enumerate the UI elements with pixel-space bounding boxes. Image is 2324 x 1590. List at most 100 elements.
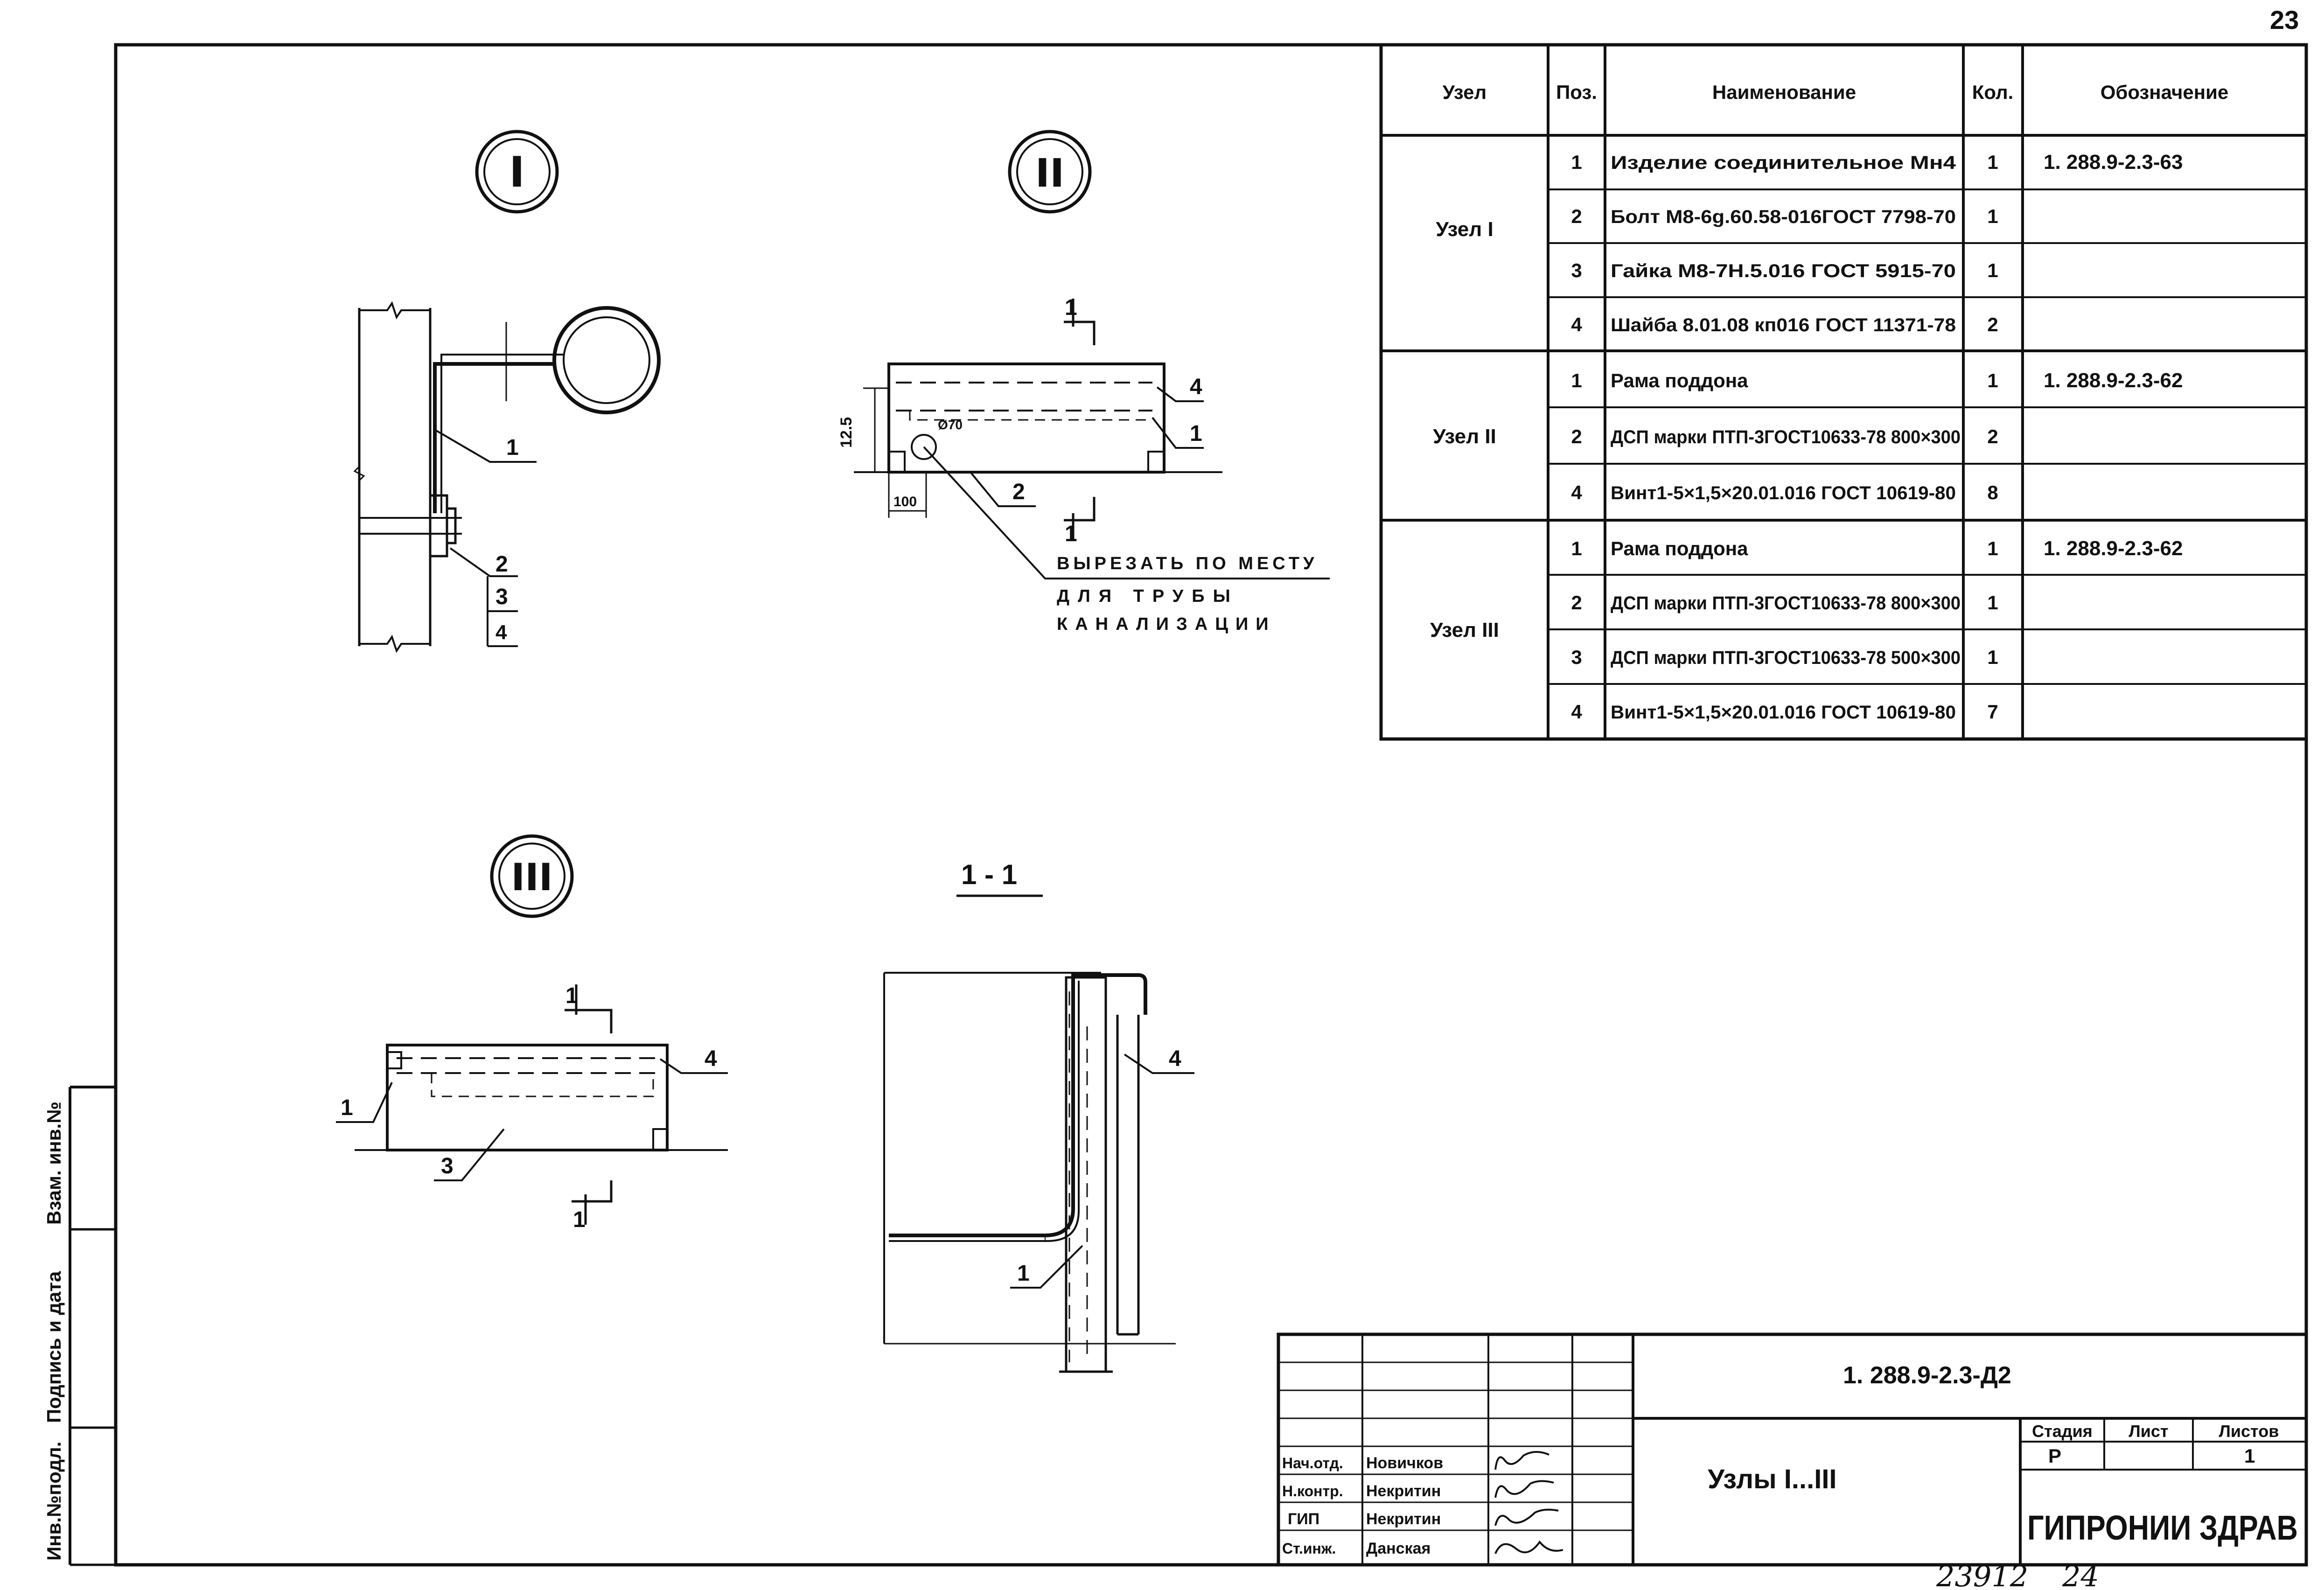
svg-text:4: 4 bbox=[1571, 481, 1582, 503]
sheets-value: 1 bbox=[2244, 1445, 2255, 1467]
cut-note-line-2: ДЛЯ ТРУБЫ bbox=[1057, 586, 1239, 606]
side-stamp: Инв.№подл. Подпись и дата Взам. инв.№ bbox=[43, 1086, 116, 1566]
node-2-label: II bbox=[1035, 150, 1065, 196]
spec-header-designation: Обозначение bbox=[2101, 81, 2229, 103]
svg-text:7: 7 bbox=[1987, 701, 1998, 723]
table-row: 2 ДСП марки ПТП-3ГОСТ10633-78 800×300 2 bbox=[1571, 425, 1998, 447]
svg-text:ГИП: ГИП bbox=[1288, 1510, 1319, 1528]
table-row: 1 Рама поддона 1 1. 288.9-2.3-62 bbox=[1571, 537, 2183, 560]
svg-text:4: 4 bbox=[1571, 701, 1582, 723]
svg-text:ДСП марки ПТП-3ГОСТ10633-78 80: ДСП марки ПТП-3ГОСТ10633-78 800×300 bbox=[1611, 427, 1961, 447]
callout-4: 4 bbox=[1190, 375, 1202, 399]
svg-text:4: 4 bbox=[1571, 314, 1582, 335]
sheet-title: Узлы I...III bbox=[1708, 1464, 1837, 1494]
signature-scribble bbox=[1494, 1508, 1559, 1526]
svg-text:ДСП марки ПТП-3ГОСТ10633-78 80: ДСП марки ПТП-3ГОСТ10633-78 800×300 bbox=[1611, 593, 1961, 614]
svg-text:Гайка М8-7Н.5.016 ГОСТ 5915-70: Гайка М8-7Н.5.016 ГОСТ 5915-70 bbox=[1611, 261, 1956, 281]
sheets-header: Листов bbox=[2219, 1422, 2279, 1441]
svg-text:Болт М8-6g.60.58-016ГОСТ 7798-: Болт М8-6g.60.58-016ГОСТ 7798-70 bbox=[1611, 207, 1956, 227]
spec-node-label: Узел I bbox=[1436, 218, 1493, 241]
cut-note-line-3: КАНАЛИЗАЦИИ bbox=[1057, 614, 1276, 634]
corner-page-number: 23 bbox=[2270, 5, 2299, 35]
callout-2: 2 bbox=[496, 552, 508, 577]
svg-text:2: 2 bbox=[1571, 425, 1582, 447]
spec-header-node: Узел bbox=[1443, 81, 1487, 103]
document-code: 1. 288.9-2.3-Д2 bbox=[1843, 1362, 2011, 1389]
callout-4: 4 bbox=[496, 621, 507, 644]
svg-text:1: 1 bbox=[1987, 205, 1998, 227]
svg-text:Ст.инж.: Ст.инж. bbox=[1282, 1540, 1336, 1557]
callout-4: 4 bbox=[1169, 1046, 1181, 1071]
svg-text:Н.контр.: Н.контр. bbox=[1282, 1483, 1343, 1499]
section-mark-top: 1 bbox=[1065, 295, 1077, 320]
signature-scribble bbox=[1494, 1540, 1563, 1554]
callout-1: 1 bbox=[1017, 1261, 1030, 1286]
svg-text:1: 1 bbox=[1571, 537, 1582, 559]
svg-text:2: 2 bbox=[1571, 592, 1582, 614]
section-1-1-drawing: 1 - 1 4 1 bbox=[883, 859, 1194, 1373]
svg-text:1: 1 bbox=[1987, 537, 1998, 559]
svg-text:Нач.отд.: Нач.отд. bbox=[1282, 1455, 1343, 1471]
callout-4: 4 bbox=[705, 1046, 717, 1071]
svg-text:ДСП марки ПТП-3ГОСТ10633-78 50: ДСП марки ПТП-3ГОСТ10633-78 500×300 bbox=[1611, 648, 1961, 668]
spec-node-label: Узел III bbox=[1430, 619, 1499, 642]
node-3-drawing: III 1 4 1 3 1 bbox=[336, 834, 728, 1232]
signature-scribble bbox=[1494, 1451, 1549, 1470]
section-mark-bottom: 1 bbox=[573, 1207, 586, 1232]
svg-text:8: 8 bbox=[1987, 481, 1998, 503]
section-mark-top: 1 bbox=[565, 983, 578, 1008]
organization-name: ГИПРОНИИ ЗДРАВ bbox=[2027, 1508, 2298, 1547]
svg-text:3: 3 bbox=[1571, 646, 1582, 668]
node-1-drawing: I 1 2 3 4 bbox=[353, 130, 661, 653]
spec-header-pos: Поз. bbox=[1556, 81, 1597, 103]
svg-text:1: 1 bbox=[1987, 259, 1998, 281]
svg-text:2: 2 bbox=[1987, 425, 1998, 447]
stamp-inv-number: Инв.№подл. bbox=[43, 1442, 65, 1561]
sheet-header: Лист bbox=[2129, 1422, 2168, 1441]
stage-header: Стадия bbox=[2032, 1422, 2093, 1441]
svg-text:1: 1 bbox=[1571, 151, 1582, 173]
stamp-signature-date: Подпись и дата bbox=[43, 1271, 65, 1423]
node-2-drawing: II 1 Ø70 12.5 100 4 1 2 1 В bbox=[837, 130, 1330, 634]
svg-text:2: 2 bbox=[1987, 314, 1998, 335]
svg-text:Изделие соединительное Мн4: Изделие соединительное Мн4 bbox=[1611, 153, 1956, 173]
table-row: 3 ДСП марки ПТП-3ГОСТ10633-78 500×300 1 bbox=[1571, 646, 1998, 668]
spec-node-label: Узел II bbox=[1433, 425, 1496, 448]
svg-text:1: 1 bbox=[1987, 646, 1998, 668]
sheet-frame bbox=[114, 43, 2308, 1567]
table-row: 1 Рама поддона 1 1. 288.9-2.3-62 bbox=[1571, 369, 2183, 392]
table-row: 2 Болт М8-6g.60.58-016ГОСТ 7798-70 1 bbox=[1571, 205, 1998, 227]
table-row: 1 Изделие соединительное Мн4 1 1. 288.9-… bbox=[1571, 151, 2183, 174]
svg-text:1: 1 bbox=[1987, 370, 1998, 391]
svg-text:1: 1 bbox=[1987, 592, 1998, 614]
svg-text:1. 288.9-2.3-62: 1. 288.9-2.3-62 bbox=[2044, 369, 2183, 392]
spec-table: Узел Поз. Наименование Кол. Обозначение … bbox=[1379, 43, 2308, 741]
svg-text:Шайба 8.01.08 кп016 ГОСТ 11371: Шайба 8.01.08 кп016 ГОСТ 11371-78 bbox=[1611, 315, 1956, 335]
dim-width: 100 bbox=[893, 494, 917, 509]
section-title: 1 - 1 bbox=[961, 859, 1017, 890]
sheet-number-handwritten: 24 bbox=[2062, 1559, 2099, 1590]
section-mark-bottom: 1 bbox=[1065, 522, 1077, 546]
table-row: 4 Винт1-5×1,5×20.01.016 ГОСТ 10619-80 7 bbox=[1571, 701, 1998, 723]
svg-text:Винт1-5×1,5×20.01.016 ГОСТ 106: Винт1-5×1,5×20.01.016 ГОСТ 10619-80 bbox=[1611, 702, 1956, 723]
callout-1: 1 bbox=[1190, 421, 1202, 446]
svg-text:1: 1 bbox=[1571, 370, 1582, 391]
hole-diameter: Ø70 bbox=[938, 418, 963, 432]
svg-text:Рама поддона: Рама поддона bbox=[1611, 370, 1748, 391]
svg-text:Некритин: Некритин bbox=[1366, 1482, 1441, 1500]
spec-header-qty: Кол. bbox=[1972, 81, 2014, 103]
signature-row: Н.контр. Некритин bbox=[1282, 1482, 1441, 1500]
archive-number: 23912 bbox=[1936, 1559, 2028, 1590]
svg-text:Рама поддона: Рама поддона bbox=[1611, 537, 1748, 559]
signature-scribble bbox=[1494, 1480, 1554, 1498]
spec-header-name: Наименование bbox=[1712, 81, 1856, 103]
svg-text:Некритин: Некритин bbox=[1366, 1510, 1441, 1528]
node-1-label: I bbox=[509, 148, 525, 197]
callout-3: 3 bbox=[441, 1154, 454, 1179]
svg-text:Данская: Данская bbox=[1366, 1540, 1431, 1557]
callout-1: 1 bbox=[506, 435, 519, 460]
callout-3: 3 bbox=[496, 585, 508, 609]
callout-1: 1 bbox=[341, 1095, 353, 1120]
stage-value: Р bbox=[2048, 1445, 2061, 1467]
